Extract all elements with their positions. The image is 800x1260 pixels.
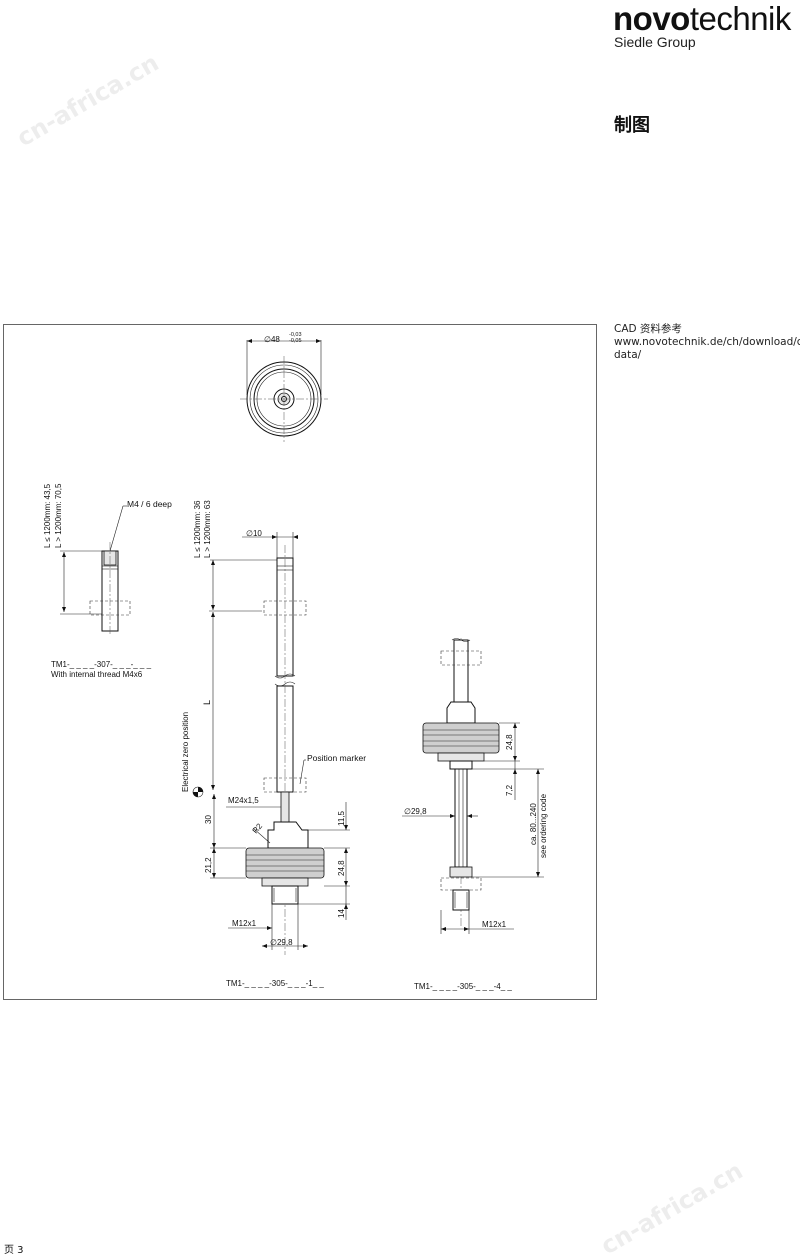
variant-307-view: L ≤ 1200mm: 43,5 L > 1200mm: 70,5 M4 / 6…: [43, 483, 172, 679]
radius-label: R2: [251, 821, 265, 835]
variant-305-1-length-short: L ≤ 1200mm: 36: [193, 500, 202, 558]
drawing-frame: [3, 324, 597, 1000]
top-view: ∅48 -0,03 -0,05: [240, 332, 328, 442]
variant-305-4-code: TM1-_ _ _ _-305-_ _ _-4_ _: [414, 982, 512, 991]
variant-307-thread-callout: M4 / 6 deep: [127, 499, 172, 509]
dim-30: 30: [204, 815, 213, 824]
variant-305-1-length-long: L > 1200mm: 63: [203, 500, 212, 558]
brand-logo: novotechnik: [613, 2, 791, 35]
dim-21-2: 21,2: [204, 857, 213, 873]
dim-24-8: 24,8: [337, 860, 346, 876]
variant-305-4-range: ca. 80...240: [529, 803, 538, 845]
dim-11-5: 11,5: [337, 810, 346, 826]
electrical-zero-label: Electrical zero position: [181, 712, 190, 792]
variant-305-4-view: 24,8 7,2 ca. 80...240 see ordering code …: [402, 638, 548, 991]
variant-307-description: With internal thread M4x6: [51, 670, 143, 679]
variant-307-length-short: L ≤ 1200mm: 43,5: [43, 483, 52, 548]
brand-name-light: technik: [689, 0, 792, 37]
variant-305-1-length-label: L: [202, 700, 212, 705]
variant-305-1-code: TM1-_ _ _ _-305-_ _ _-1_ _: [226, 979, 324, 988]
variant-305-4-ordering: see ordering code: [539, 793, 548, 858]
variant-305-4-thread: M12x1: [482, 920, 507, 929]
thread-top-label: M24x1,5: [228, 796, 259, 805]
top-view-tol-lower: -0,05: [289, 338, 302, 344]
variant-305-4-dim-7-2: 7,2: [505, 784, 514, 796]
brand-name-bold: novo: [613, 0, 690, 37]
variant-305-1-view: L ≤ 1200mm: 36 L > 1200mm: 63 ∅10 L Posi…: [181, 500, 366, 988]
page-number: 页 3: [4, 1245, 24, 1256]
top-view-tol-upper: -0,03: [289, 332, 302, 338]
variant-305-1-rod-diameter: ∅10: [246, 529, 262, 538]
cad-data-note: CAD 资料参考 www.novotechnik.de/ch/download/…: [614, 323, 800, 361]
brand-group: Siedle Group: [614, 34, 696, 50]
dim-14: 14: [337, 909, 346, 918]
position-marker-label: Position marker: [307, 753, 366, 763]
dia-bottom-label: ∅29,8: [270, 938, 293, 947]
variant-305-4-diameter: ∅29,8: [404, 807, 427, 816]
section-title: 制图: [614, 115, 650, 136]
top-view-diameter: ∅48: [264, 335, 280, 344]
variant-307-length-long: L > 1200mm: 70,5: [54, 483, 63, 548]
variant-307-code: TM1-_ _ _ _-307-_ _ _-_ _ _: [51, 660, 152, 669]
thread-bottom-label: M12x1: [232, 919, 257, 928]
variant-305-4-dim-24-8: 24,8: [505, 734, 514, 750]
